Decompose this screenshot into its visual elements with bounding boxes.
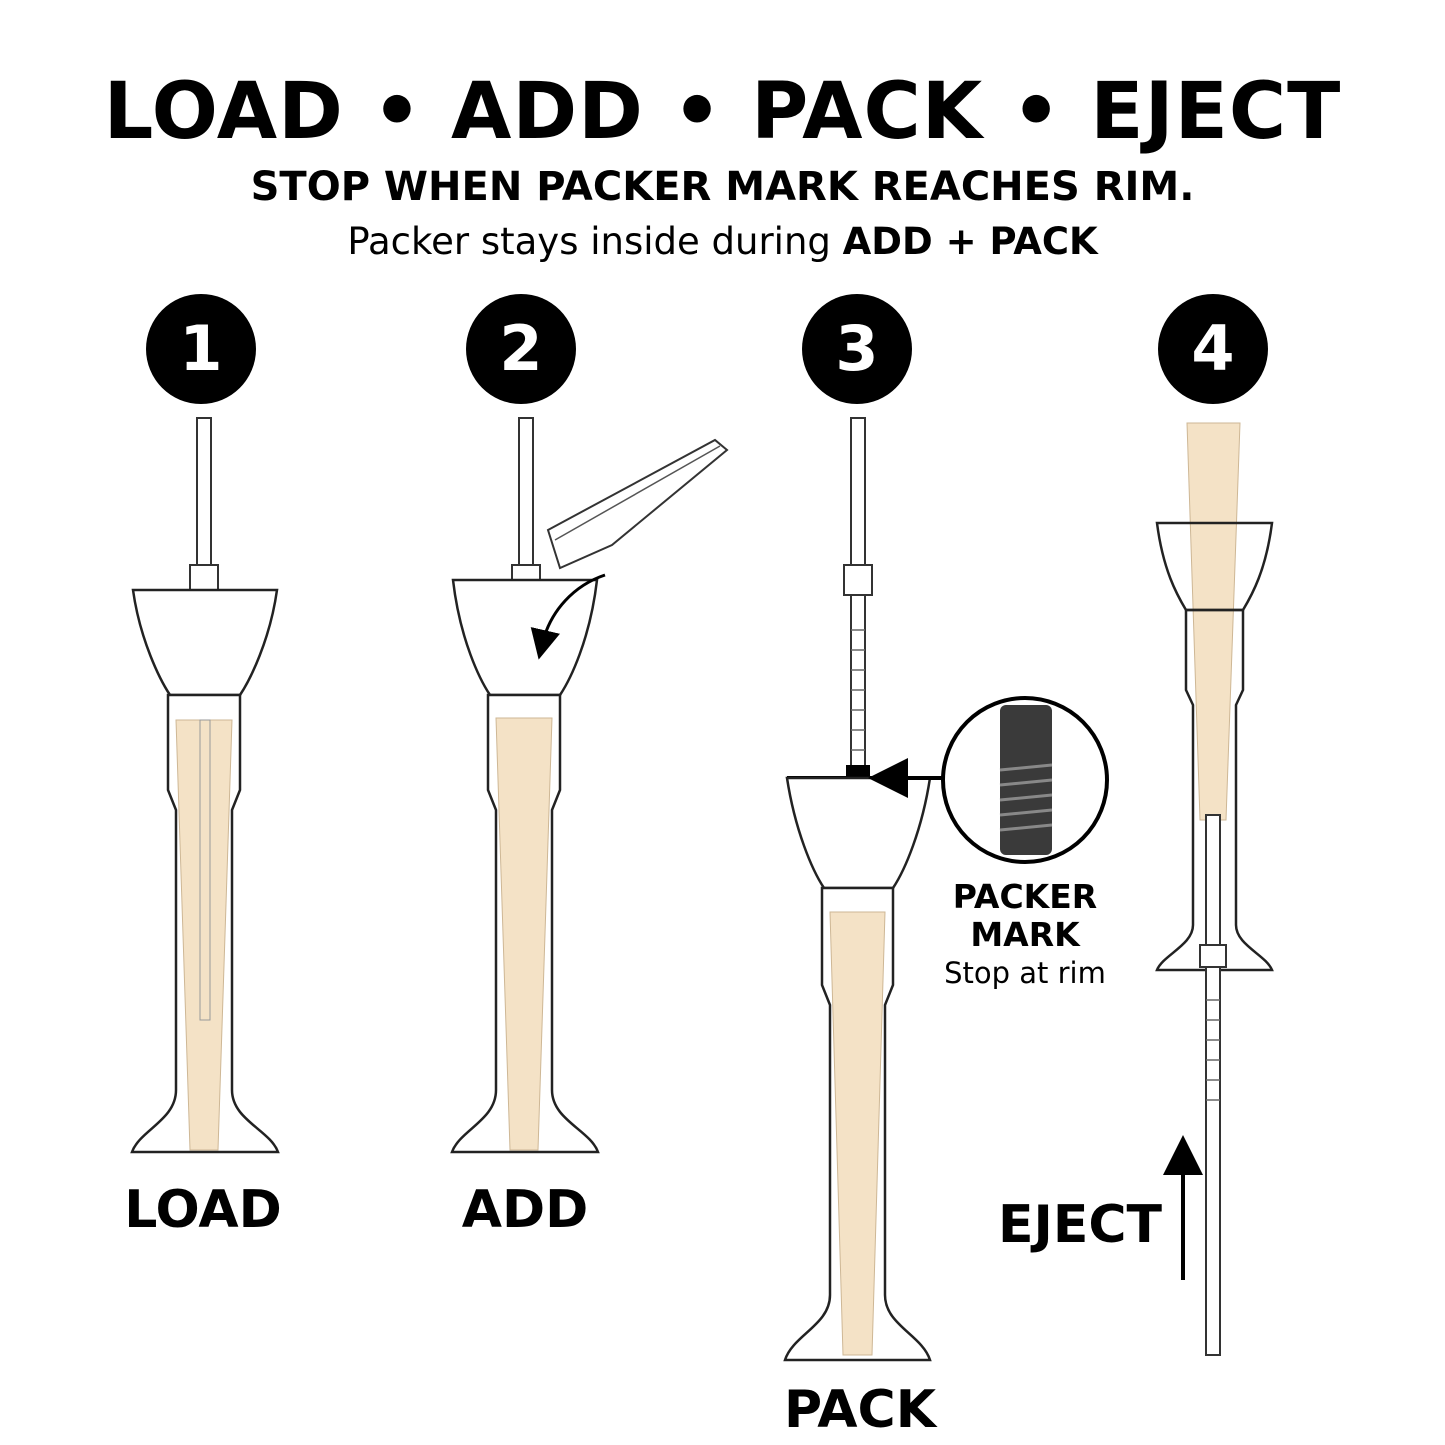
step-3-label: PACK [783,1380,937,1440]
callout-title-line2: MARK [970,915,1080,954]
page-subtitle: STOP WHEN PACKER MARK REACHES RIM. [250,164,1195,210]
step-4-label: EJECT [997,1195,1163,1255]
packer-mark-callout-title: PACKER MARK [905,878,1145,954]
step-1-funnel [131,588,279,697]
step-1-cone [175,719,233,1151]
step-1-badge: 1 [146,294,256,404]
page-note: Packer stays inside during ADD + PACK [0,222,1445,262]
step-4-tube [1155,608,1274,972]
step-3-badge: 3 [802,294,912,404]
step-2-label: ADD [461,1180,589,1240]
step-4-illustration [1155,422,1274,1356]
step-2-cone [495,717,553,1151]
note-bold: ADD + PACK [842,220,1098,263]
step-3-cone [829,911,886,1356]
callout-title-line1: PACKER [952,877,1098,916]
step-3-illustration [783,417,1109,1362]
page-title: LOAD • ADD • PACK • EJECT [103,67,1342,157]
note-prefix: Packer stays inside during [347,220,843,263]
step-2-arrow [530,573,606,660]
step-4-cone [1186,422,1241,821]
step-2-illustration [450,417,729,1154]
step-2-scoop [546,438,729,570]
step-2-badge: 2 [466,294,576,404]
step-3-funnel [785,776,932,890]
packer-mark-callout-subtitle: Stop at rim [944,956,1106,990]
step-1-label: LOAD [124,1180,282,1240]
step-4-eject-rod [1205,814,1221,1356]
step-2-funnel [451,578,599,697]
step-4-badge: 4 [1158,294,1268,404]
step-1-illustration [130,417,280,1154]
